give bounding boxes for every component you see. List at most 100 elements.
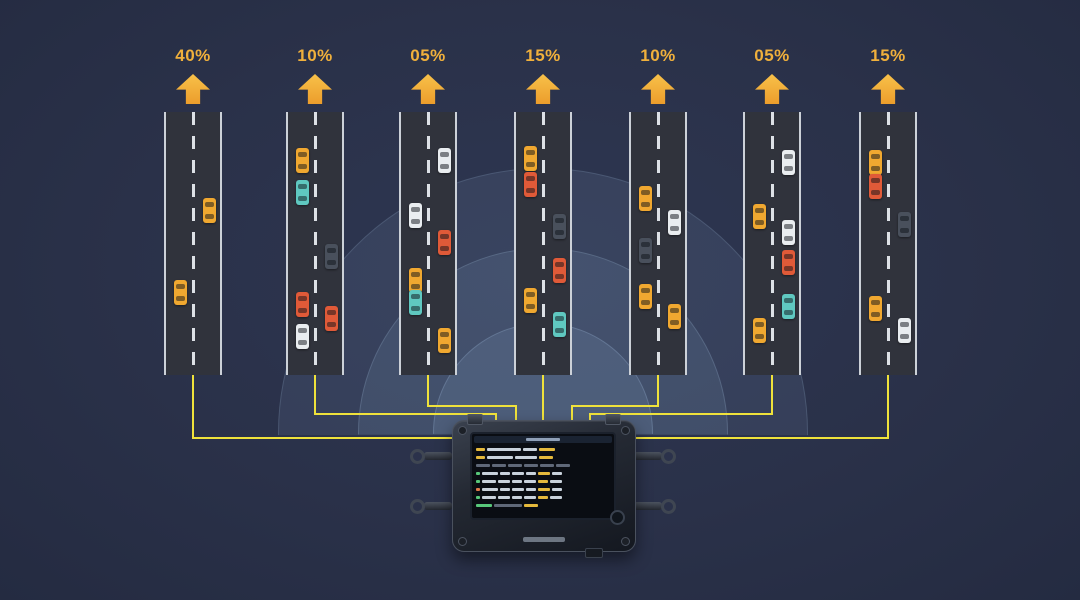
car-window [327, 322, 336, 327]
car-window [298, 340, 307, 345]
car-window [670, 308, 679, 313]
car-icon-yellow [524, 146, 537, 171]
car-window [641, 190, 650, 195]
car-window [755, 322, 764, 327]
car-window [641, 254, 650, 259]
device-screen-cell [500, 471, 510, 475]
car-window [670, 214, 679, 219]
device-screen-cell [476, 503, 492, 507]
device-screen-row [474, 453, 612, 461]
device-screen-cell [482, 471, 498, 475]
car-icon-orange [782, 250, 795, 275]
connector-line [314, 375, 316, 413]
car-icon-yellow [668, 304, 681, 329]
car-icon-yellow [438, 328, 451, 353]
car-window [411, 207, 420, 212]
device-screen-cell [476, 455, 485, 459]
car-window [298, 164, 307, 169]
road-lane [399, 112, 457, 375]
car-icon-orange [296, 292, 309, 317]
device-screen-cell [512, 495, 522, 499]
device-screen-cell [500, 487, 510, 491]
lane-percent-label: 10% [297, 46, 333, 65]
connector-line [515, 405, 517, 425]
car-window [298, 308, 307, 313]
car-icon-dark [639, 238, 652, 263]
car-icon-white [409, 203, 422, 228]
car-window [784, 166, 793, 171]
device-screen-cell [552, 487, 562, 491]
car-icon-white [438, 148, 451, 173]
car-window [298, 152, 307, 157]
car-window [900, 216, 909, 221]
device-screen-cell [476, 463, 490, 467]
car-window [526, 150, 535, 155]
connector-line [427, 405, 517, 407]
device-screen [470, 432, 616, 520]
antenna-post-icon [605, 414, 621, 425]
car-window [327, 260, 336, 265]
car-window [784, 224, 793, 229]
device-logo [523, 537, 565, 542]
car-icon-yellow [753, 204, 766, 229]
road-lane [514, 112, 572, 375]
car-icon-teal [409, 290, 422, 315]
device-screen-cell [539, 455, 553, 459]
device-screen-titlebar [474, 436, 612, 443]
device-screen-cell [524, 463, 538, 467]
lane-percent-label: 05% [410, 46, 446, 65]
device-screen-cell [498, 495, 510, 499]
car-icon-yellow [174, 280, 187, 305]
lane-percent-label: 10% [640, 46, 676, 65]
car-window [784, 266, 793, 271]
connector-line [632, 437, 889, 439]
device-screen-cell [526, 471, 536, 475]
device-screen-cell [539, 447, 555, 451]
car-icon-teal [782, 294, 795, 319]
car-icon-dark [898, 212, 911, 237]
car-icon-yellow [869, 150, 882, 175]
car-icon-yellow [524, 288, 537, 313]
car-window [670, 320, 679, 325]
car-icon-dark [553, 214, 566, 239]
car-window [298, 196, 307, 201]
connector-line [589, 413, 591, 425]
car-window [871, 178, 880, 183]
car-window [641, 300, 650, 305]
device-screen-cell [512, 471, 524, 475]
device-screen-rows [474, 445, 612, 509]
connector-line [571, 405, 573, 425]
connector-line [427, 375, 429, 405]
eye-bolt-icon [661, 499, 676, 514]
car-window [526, 162, 535, 167]
car-icon-white [296, 324, 309, 349]
device-screen-cell [538, 471, 550, 475]
car-window [526, 292, 535, 297]
car-window [440, 344, 449, 349]
device-screen-cell [556, 463, 570, 467]
car-window [176, 296, 185, 301]
connector-line [571, 405, 659, 407]
car-icon-teal [296, 180, 309, 205]
connector-line [657, 375, 659, 405]
device-screen-cell [524, 503, 538, 507]
lane-divider-line [770, 112, 774, 375]
car-window [871, 166, 880, 171]
road-lane [286, 112, 344, 375]
antenna-post-icon [467, 414, 483, 425]
connector-line [495, 413, 497, 425]
mount-rod [424, 502, 452, 510]
road-lane [859, 112, 917, 375]
device-screen-cell [540, 463, 554, 467]
mount-rod [424, 452, 452, 460]
lane-percent-label: 15% [525, 46, 561, 65]
device-screen-cell [482, 495, 496, 499]
device-screen-cell [512, 487, 524, 491]
mount-rod [634, 502, 662, 510]
connector-line [314, 413, 497, 415]
car-icon-white [898, 318, 911, 343]
car-window [411, 294, 420, 299]
car-window [670, 226, 679, 231]
car-window [755, 220, 764, 225]
car-window [205, 202, 214, 207]
